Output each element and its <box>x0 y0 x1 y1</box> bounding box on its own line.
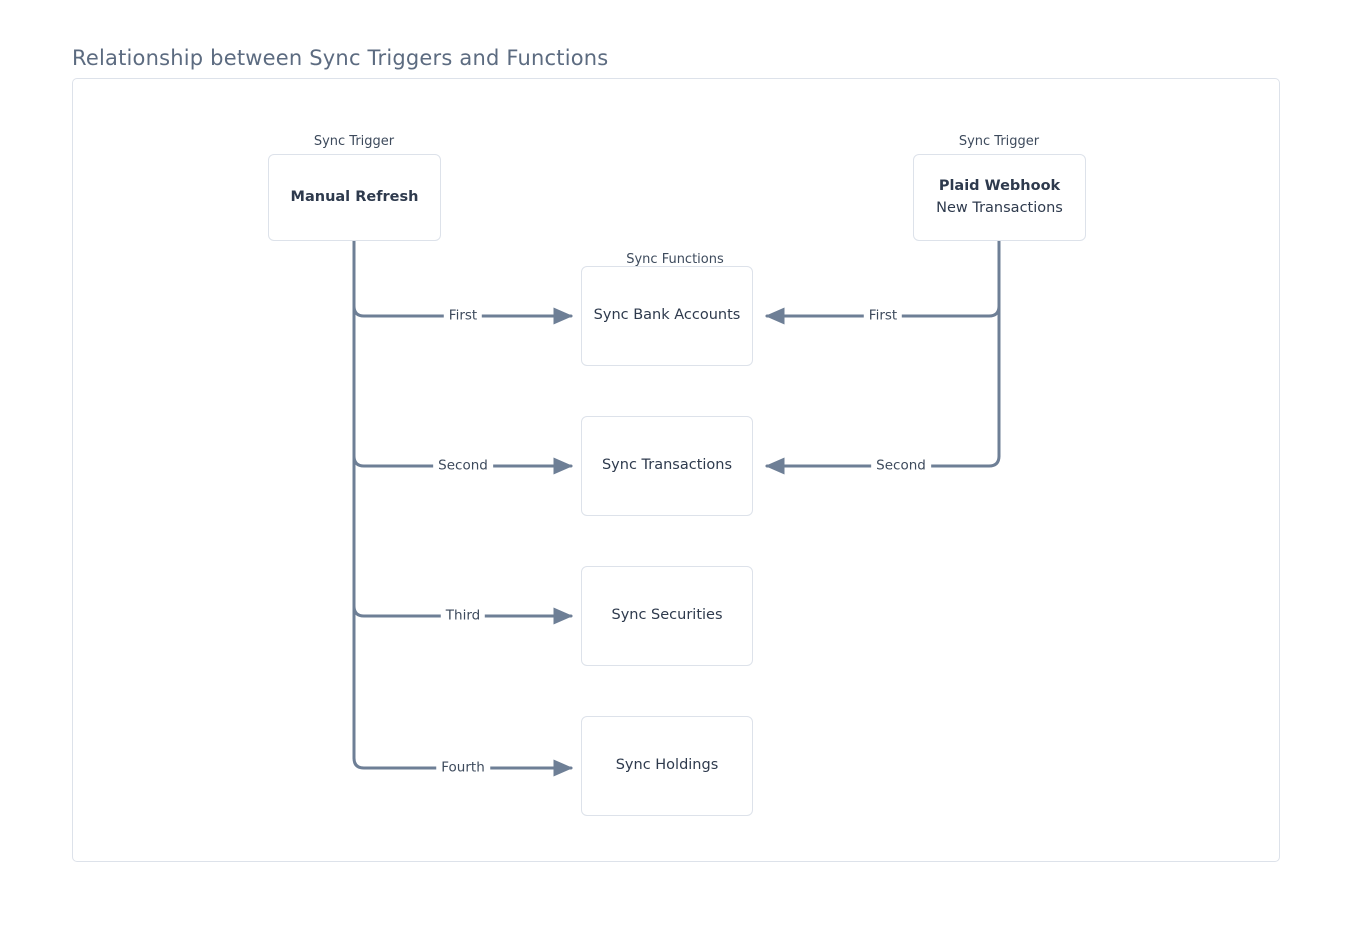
edge-label-manual-to-bank-accounts: First <box>443 309 483 323</box>
node-manual-refresh[interactable]: Manual Refresh <box>268 154 441 241</box>
node-sync-bank-accounts-title: Sync Bank Accounts <box>593 307 741 324</box>
node-plaid-webhook-subtitle: New Transactions <box>936 199 1063 216</box>
edge-label-manual-to-holdings: Fourth <box>436 761 490 775</box>
edge-label-plaid-to-bank-accounts: First <box>863 309 903 323</box>
node-sync-securities-title: Sync Securities <box>611 607 723 624</box>
node-sync-bank-accounts[interactable]: Sync Bank Accounts <box>581 266 753 366</box>
edge-label-plaid-to-transactions: Second <box>871 459 931 473</box>
node-sync-transactions-title: Sync Transactions <box>601 457 733 474</box>
node-sync-holdings-title: Sync Holdings <box>615 757 719 774</box>
node-plaid-webhook-title: Plaid Webhook <box>938 178 1061 195</box>
node-plaid-webhook[interactable]: Plaid Webhook New Transactions <box>913 154 1086 241</box>
node-sync-securities[interactable]: Sync Securities <box>581 566 753 666</box>
group-label-sync-functions: Sync Functions <box>626 252 724 267</box>
group-label-right-trigger: Sync Trigger <box>958 134 1040 149</box>
node-sync-transactions[interactable]: Sync Transactions <box>581 416 753 516</box>
edge-label-manual-to-securities: Third <box>440 609 486 623</box>
group-label-left-trigger: Sync Trigger <box>313 134 395 149</box>
node-manual-refresh-title: Manual Refresh <box>290 188 419 205</box>
edge-label-manual-to-transactions: Second <box>433 459 493 473</box>
node-sync-holdings[interactable]: Sync Holdings <box>581 716 753 816</box>
diagram-canvas: Sync Trigger Sync Trigger Sync Functions… <box>72 78 1280 862</box>
page-title: Relationship between Sync Triggers and F… <box>72 46 609 70</box>
